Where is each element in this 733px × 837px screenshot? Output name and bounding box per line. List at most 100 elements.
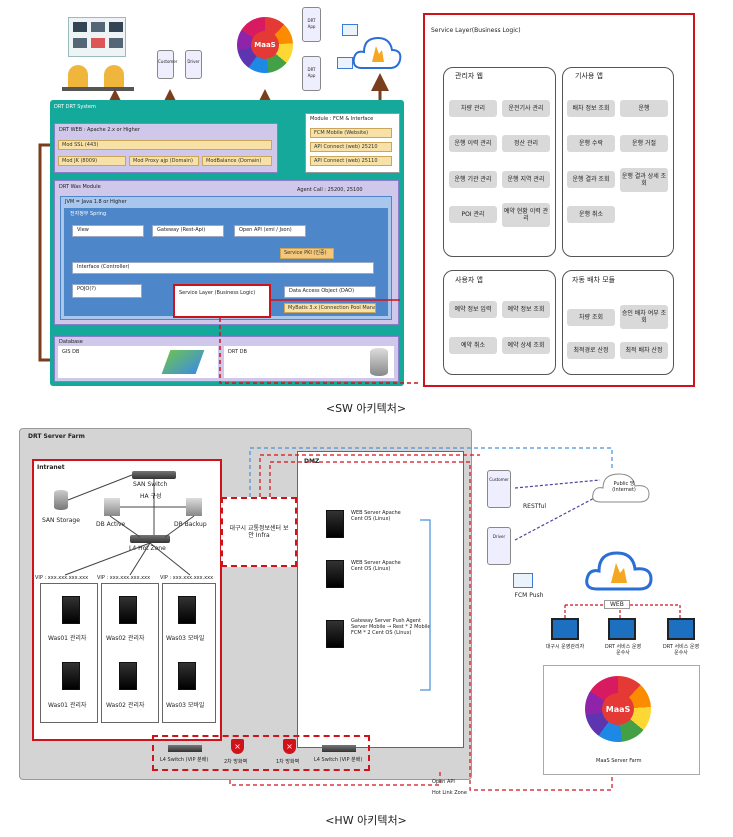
service-layer-bar: Service Layer (Business Logic) (173, 284, 271, 318)
vip-label: VIP : xxx.xxx.xxx.xxx (97, 575, 151, 581)
firewall-icon: × (283, 739, 296, 754)
was-label: Was02 관리자 (106, 702, 145, 709)
dmz-box: DMZ (297, 451, 464, 748)
group-item: 운행 거절 (620, 135, 668, 152)
group-item: 운행 (620, 100, 668, 117)
firewall-label: 1차 방화벽 (276, 759, 300, 765)
group-title: 자동 배차 모듈 (572, 276, 616, 284)
group-item: 승인 배차 여부 조회 (620, 305, 668, 329)
server-icon (104, 498, 120, 516)
gis-db-box: GIS DB (58, 346, 218, 378)
group-item: 정산 관리 (502, 135, 550, 152)
computer-icon (551, 618, 579, 640)
fcm-mobile-bar: FCM Mobile (Website) (310, 128, 392, 138)
phone-label: DRT App (307, 67, 316, 78)
driver-phone-icon: Driver (487, 527, 511, 565)
server-rack-icon (326, 510, 344, 538)
group-item: 운행 지역 관리 (502, 171, 550, 188)
database-icon (370, 348, 388, 376)
server-rack-icon (326, 560, 344, 588)
envelope-icon (337, 57, 353, 69)
hw-caption: <HW 아키텍처> (325, 814, 407, 827)
group-item: 운행 취소 (567, 206, 615, 223)
computer-icon (667, 618, 695, 640)
pojo-bar: POJO(?) (72, 284, 142, 298)
firebase-cloud-icon (585, 551, 653, 591)
interface-controller-bar: Interface (Controller) (72, 262, 374, 274)
app-phone-icon: DRT App (302, 56, 321, 91)
vip-label: VIP : xxx.xxx.xxx.xxx (160, 575, 214, 581)
l4-switch-label: L4 Switch (VIP 분배) (314, 757, 363, 763)
l4-hot-zone-label: L4 Hot Zone (129, 545, 166, 552)
db-backup-label: DB Backup (174, 521, 207, 528)
gis-db-label: GIS DB (62, 349, 80, 355)
mod-ssl-bar: Mod SSL (443) (58, 140, 272, 150)
open-api-bar: Open API (xml / Json) (234, 225, 306, 237)
database-label: Database (59, 339, 83, 345)
web-server-label: WEB Server Apache Cent OS (Linux) (351, 560, 401, 572)
san-switch-label: SAN Switch (133, 481, 168, 488)
group-item: POI 관리 (449, 206, 497, 223)
operator-label: DRT 서비스 운영 운수사 (604, 644, 642, 656)
was-label: Was03 모바일 (166, 702, 205, 709)
group-item: 최적 배차 산정 (620, 342, 668, 359)
phone-label: Customer (489, 477, 509, 482)
san-storage-label: SAN Storage (42, 517, 80, 524)
was-group-box (162, 583, 216, 723)
l4-switch-icon (130, 535, 170, 543)
driver-phone-icon: Driver (185, 50, 202, 79)
ha-label: HA 구성 (140, 493, 162, 500)
security-center-box: 대구시 교통정보센터 보안 Infra (221, 497, 297, 567)
mybatis-bar: MyBatis 3.x (Connection Pool Manager) (284, 303, 376, 313)
service-pki-bar: Service PKI (인증) (280, 248, 334, 259)
group-item: 예약 취소 (449, 337, 497, 354)
customer-phone-icon: Customer (487, 470, 511, 508)
public-cloud-icon (592, 473, 650, 503)
hot-link-label: Hot Link Zone (432, 790, 467, 796)
spring-label: 전자정부 Spring (70, 211, 107, 217)
group-item: 예약 정보 입력 (449, 301, 497, 318)
group-item: 예약 상세 조회 (502, 337, 550, 354)
restful-label: RESTful (523, 503, 547, 510)
open-api-label: Open API (432, 779, 455, 785)
group-item: 운행 결과 상세 조회 (620, 168, 668, 192)
phone-label: Driver (187, 59, 200, 64)
public-label: Public 망 (Internet) (612, 481, 636, 493)
was-label: Was01 관리자 (48, 702, 87, 709)
server-farm-label: DRT Server Farm (28, 433, 85, 440)
group-item: 운행 기관 관리 (449, 171, 497, 188)
customer-phone-icon: Customer (157, 50, 178, 79)
sw-caption: <SW 아키텍처> (325, 402, 407, 415)
mod-balance-bar: ModBalance (Domain) (202, 156, 272, 166)
server-rack-icon (119, 596, 137, 624)
server-icon (186, 498, 202, 516)
module-fcm-label: Module : FCM & Interface (310, 116, 374, 122)
group-item: 운행 결과 조회 (567, 171, 615, 188)
server-rack-icon (326, 620, 344, 648)
firewall-label: 2차 방화벽 (224, 759, 248, 765)
group-item: 차량 조회 (567, 309, 615, 326)
computer-icon (608, 618, 636, 640)
mod-proxy-bar: Mod Proxy ajp (Domain) (129, 156, 199, 166)
phone-label: Customer (158, 59, 178, 64)
app-phone-icon: DRT App (302, 7, 321, 42)
group-item: 운행 이력 관리 (449, 135, 497, 152)
gateway-server-label: Gateway Server Push Agent Server Mobile … (351, 618, 431, 636)
server-rack-icon (62, 662, 80, 690)
mod-jk-bar: Mod JK (8009) (58, 156, 126, 166)
drt-db-label: DRT DB (228, 349, 247, 355)
firewall-icon: × (231, 739, 244, 754)
server-rack-icon (119, 662, 137, 690)
server-rack-icon (178, 662, 196, 690)
group-item: 예약 현황 이력 관리 (502, 203, 550, 227)
web-label: WEB (604, 600, 630, 609)
san-switch-icon (132, 471, 176, 479)
api-connect-bar: API Connect (web) 25110 (310, 156, 392, 166)
operator-label: DRT 서비스 운영 운수사 (662, 644, 700, 656)
was-group-box (40, 583, 98, 723)
business-logic-title: Service Layer(Business Logic) (431, 27, 521, 34)
group-item: 배차 정보 조회 (567, 100, 615, 117)
view-bar: View (72, 225, 144, 237)
web-server-label: WEB Server Apache Cent OS (Linux) (351, 510, 401, 522)
db-active-label: DB Active (96, 521, 126, 528)
